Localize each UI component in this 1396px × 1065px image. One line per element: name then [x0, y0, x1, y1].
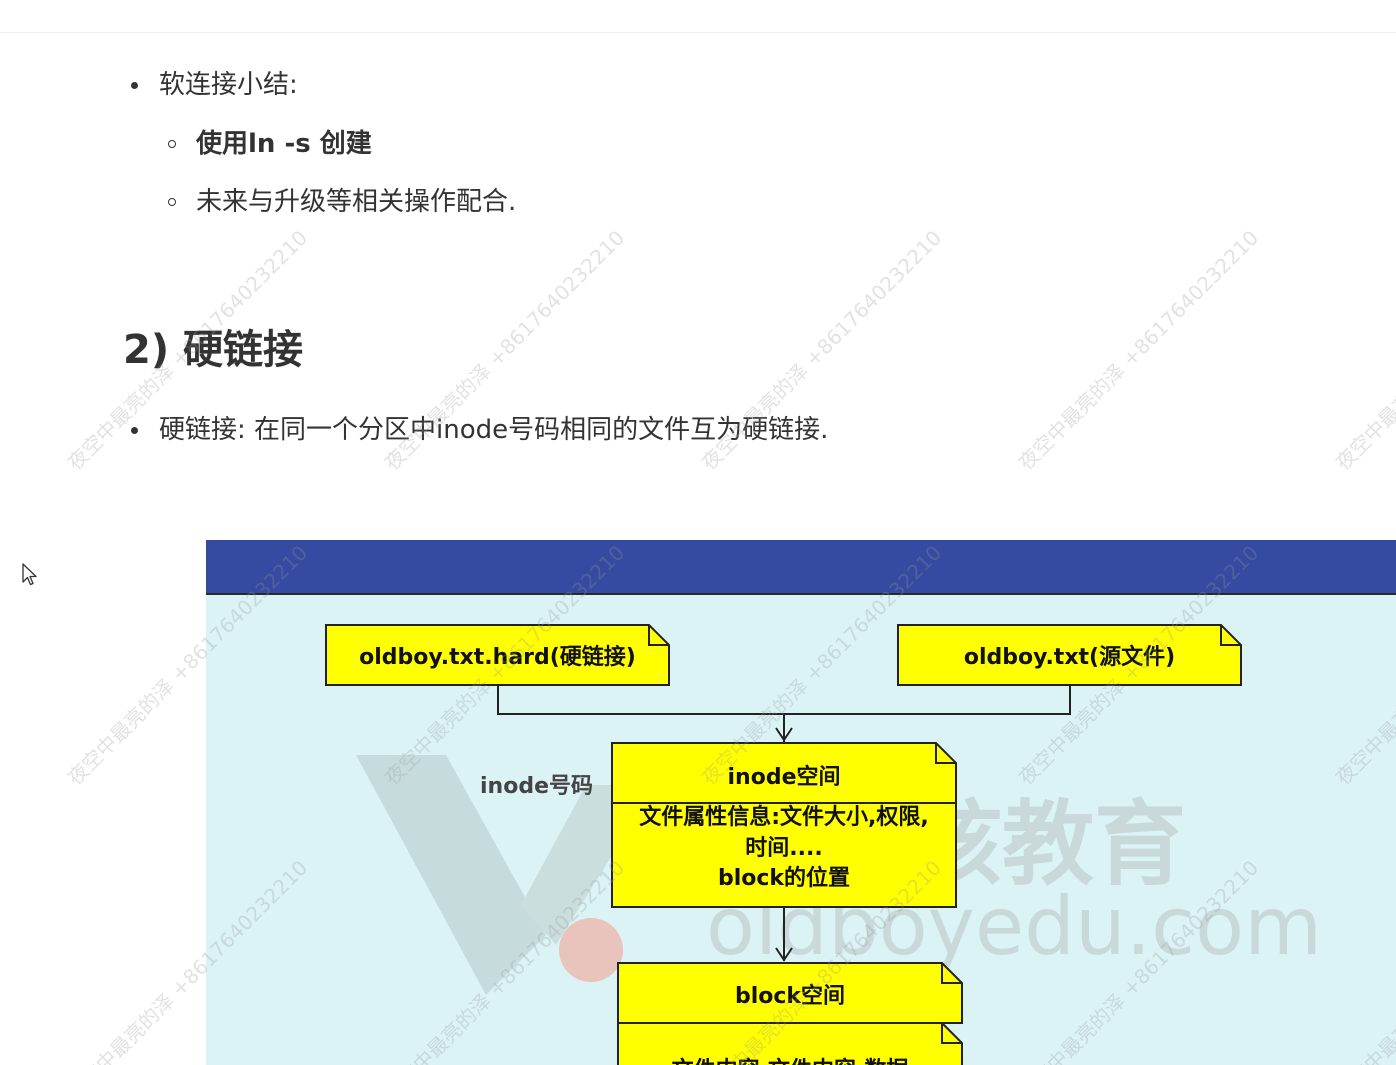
mouse-cursor-icon — [20, 562, 40, 592]
bullet-circle — [168, 198, 176, 206]
inode-number-label: inode号码 — [480, 774, 593, 799]
diagram-connectors — [497, 685, 1071, 962]
source-file-node: oldboy.txt(源文件) — [897, 624, 1242, 686]
inode-info-line-1: 文件属性信息:文件大小,权限, — [639, 805, 929, 830]
watermark-text: 夜空中最亮的泽 +8617640232210 — [1013, 225, 1264, 475]
bullet-circle — [168, 140, 176, 148]
hardlink-definition-text: 硬链接: 在同一个分区中inode号码相同的文件互为硬链接. — [159, 415, 829, 445]
inode-space-node: inode空间 文件属性信息:文件大小,权限, 时间.... block的位置 — [611, 742, 957, 908]
bullet-dot — [131, 82, 138, 89]
block-content-label: 文件内容,文件内容,数据 — [617, 1052, 963, 1065]
hardlink-diagram: 老男孩教育 oldboyedu.com oldboy.txt.hard(硬链接)… — [206, 540, 1396, 1065]
hard-link-file-label: oldboy.txt.hard(硬链接) — [359, 645, 636, 670]
section-heading-hardlink: 2) 硬链接 — [123, 327, 304, 373]
top-toolbar — [0, 0, 1396, 33]
sub-item-upgrade: 未来与升级等相关操作配合. — [196, 187, 517, 217]
hard-link-file-node: oldboy.txt.hard(硬链接) — [325, 624, 670, 686]
block-space-title: block空间 — [734, 984, 846, 1009]
inode-info-line-2: 时间.... — [745, 836, 823, 861]
diagram-header-bar — [206, 540, 1396, 595]
source-file-label: oldboy.txt(源文件) — [963, 645, 1176, 670]
inode-info-line-3: block的位置 — [717, 866, 851, 891]
inode-space-title: inode空间 — [727, 765, 841, 790]
softlink-summary-text: 软连接小结: — [159, 70, 298, 100]
sub-item-create: 使用ln -s 创建 — [196, 129, 372, 159]
watermark-text: 夜空中最亮的泽 +8617640232210 — [1330, 226, 1396, 475]
block-content-node: 文件内容,文件内容,数据 — [617, 1022, 963, 1065]
bullet-dot — [131, 427, 138, 434]
block-space-node: block空间 — [617, 962, 963, 1024]
